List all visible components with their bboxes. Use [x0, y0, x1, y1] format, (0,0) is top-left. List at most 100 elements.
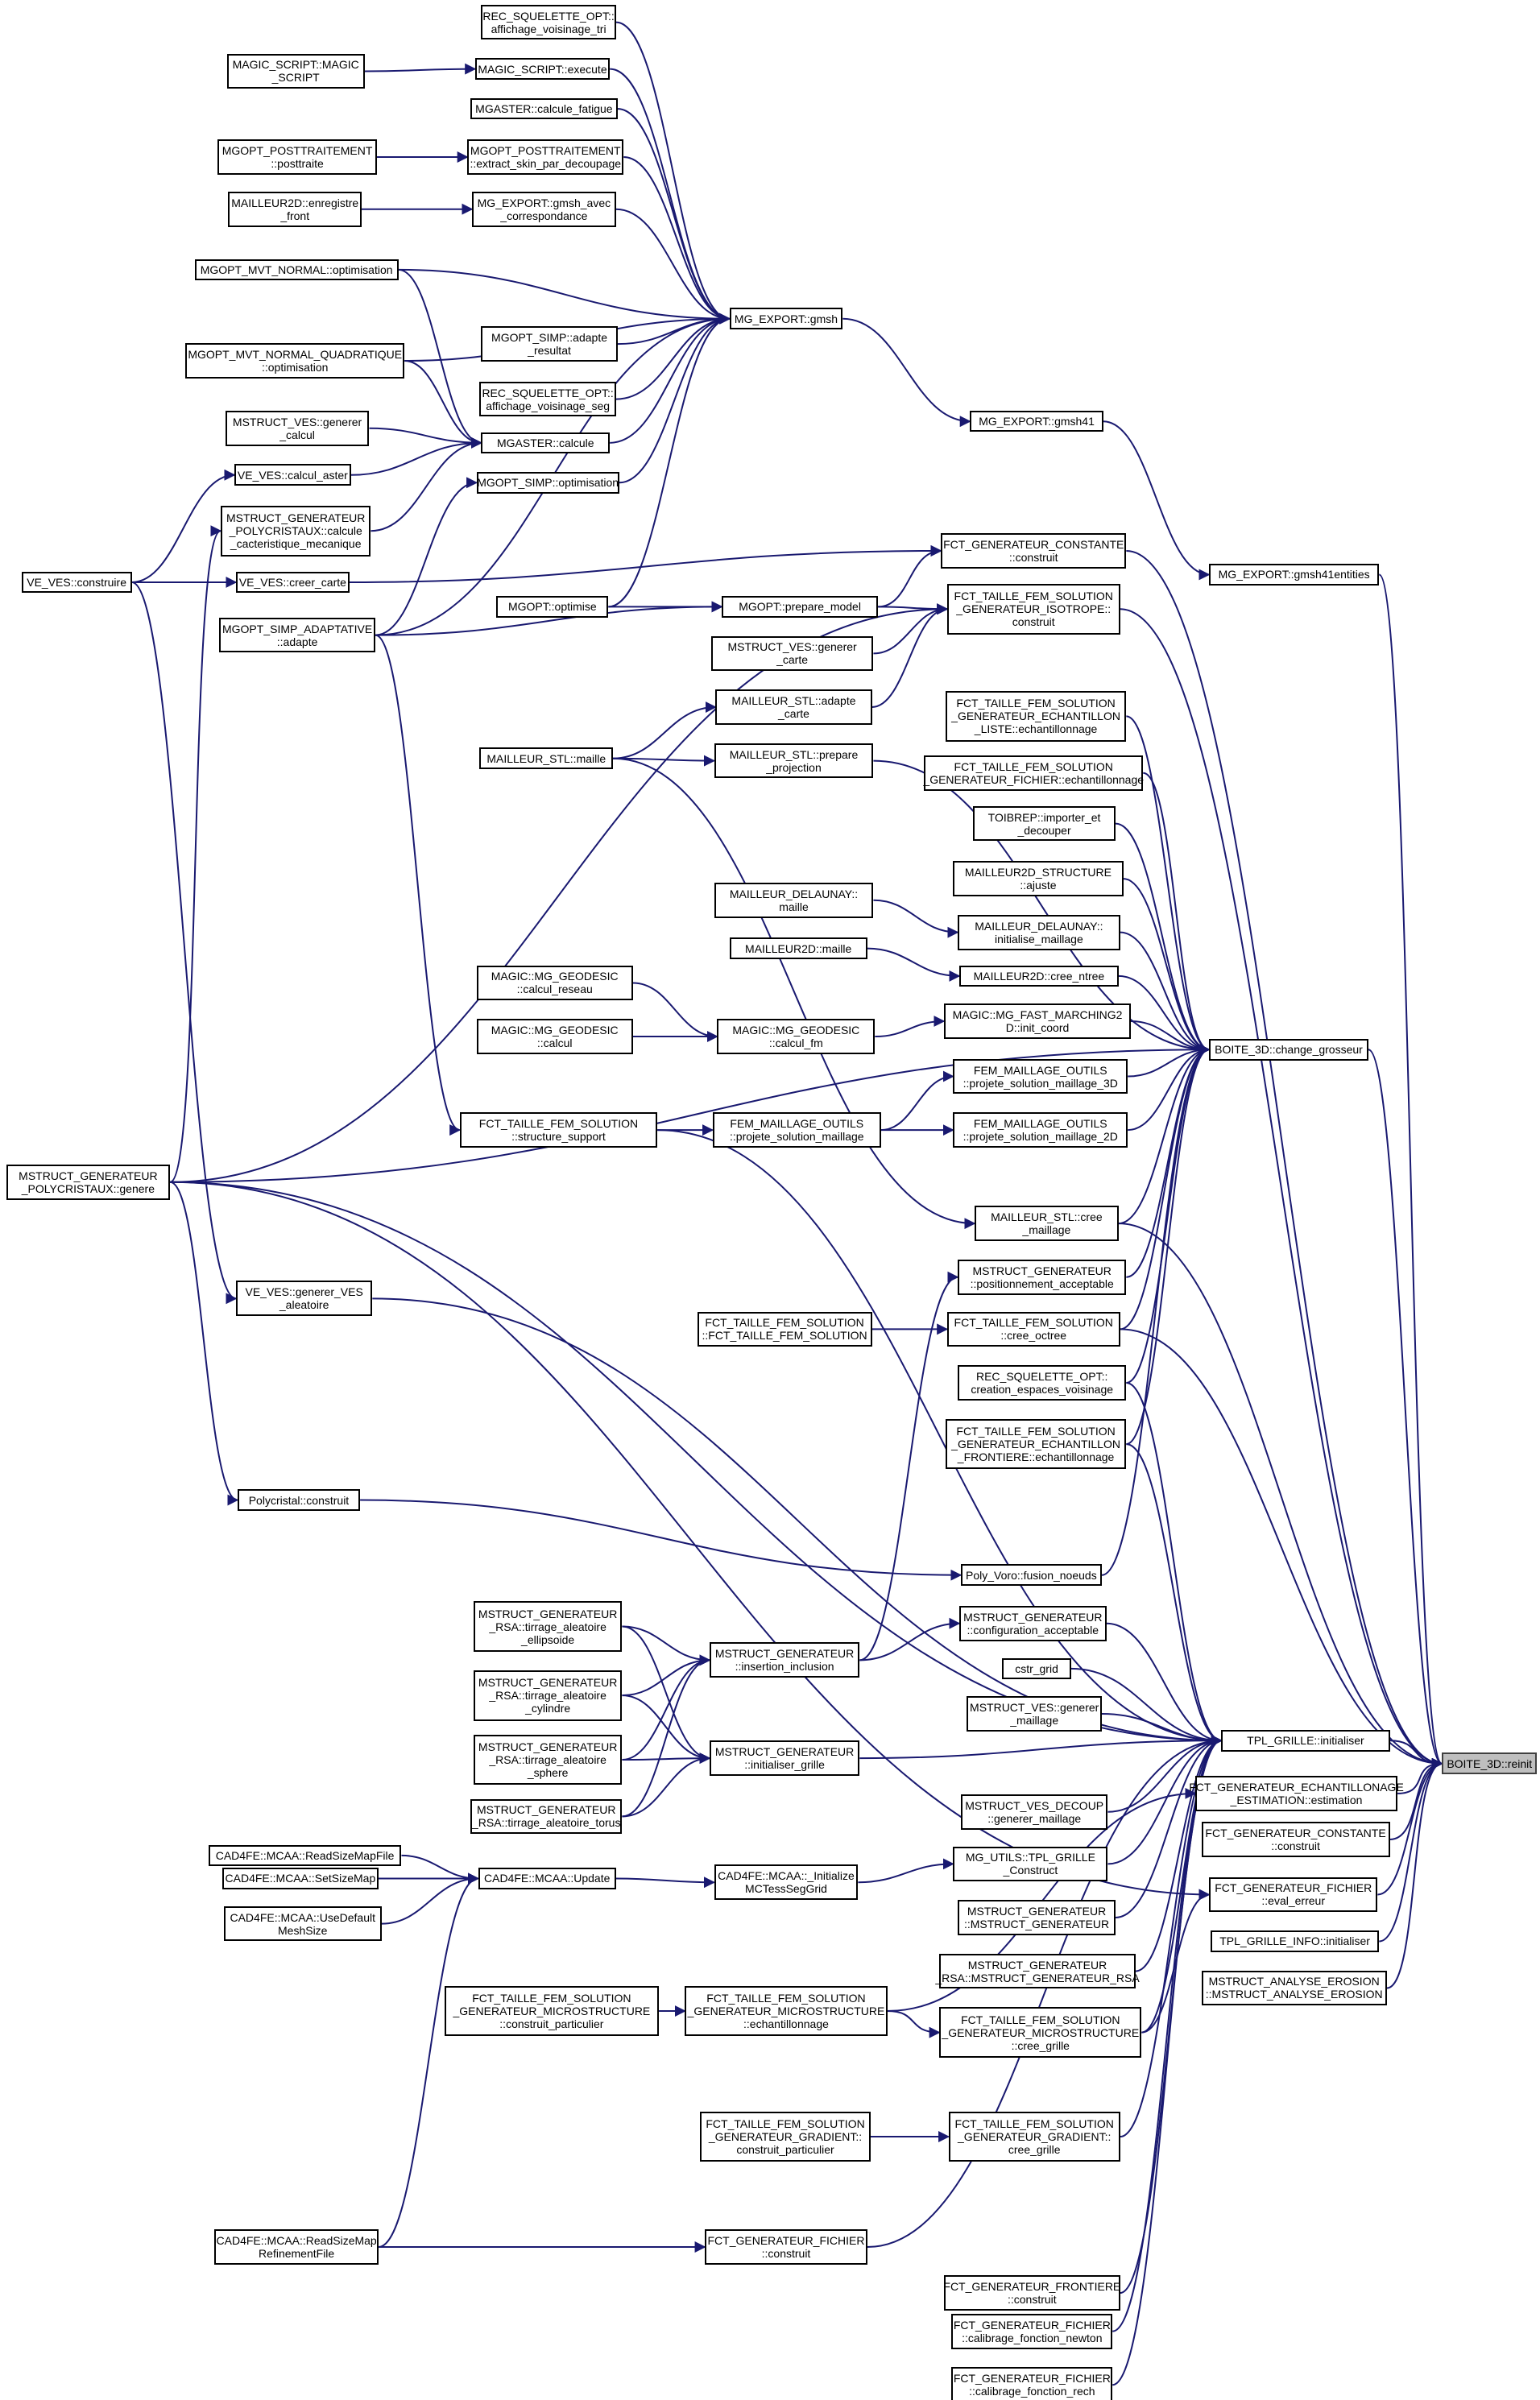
graph-node[interactable]: CAD4FE::MCAA::Update — [478, 1868, 616, 1889]
graph-node[interactable]: MSTRUCT_GENERATEUR _RSA::tirrage_aleatoi… — [473, 1670, 623, 1721]
graph-node[interactable]: FCT_GENERATEUR_FRONTIERE ::construit — [943, 2275, 1120, 2311]
graph-node[interactable]: MAILLEUR2D::maille — [729, 937, 867, 959]
graph-node[interactable]: MGOPT_POSTTRAITEMENT ::posttraite — [217, 139, 377, 175]
graph-node[interactable]: MAGIC::MG_GEODESIC ::calcul_fm — [717, 1019, 876, 1054]
graph-node[interactable]: TPL_GRILLE::initialiser — [1221, 1729, 1390, 1752]
graph-node[interactable]: FCT_GENERATEUR_FICHIER ::calibrage_fonct… — [951, 2313, 1113, 2349]
graph-node[interactable]: MSTRUCT_VES_DECOUP ::generer_maillage — [960, 1794, 1108, 1830]
graph-node[interactable]: MGASTER::calcule — [481, 432, 611, 454]
graph-node[interactable]: FCT_TAILLE_FEM_SOLUTION ::FCT_TAILLE_FEM… — [697, 1311, 872, 1347]
graph-node[interactable]: MG_EXPORT::gmsh41 — [970, 410, 1103, 432]
graph-node[interactable]: FCT_TAILLE_FEM_SOLUTION _GENERATEUR_FICH… — [923, 755, 1144, 791]
graph-node[interactable]: MAGIC::MG_GEODESIC ::calcul_reseau — [476, 965, 633, 1001]
graph-node[interactable]: MAILLEUR_STL::cree _maillage — [974, 1206, 1119, 1242]
graph-node[interactable]: Polycristal::construit — [237, 1489, 361, 1511]
graph-node[interactable]: FEM_MAILLAGE_OUTILS ::projete_solution_m… — [953, 1058, 1128, 1094]
graph-node[interactable]: FCT_GENERATEUR_CONSTANTE ::construit — [1201, 1822, 1390, 1857]
graph-node[interactable]: MGOPT::optimise — [496, 596, 609, 618]
graph-node[interactable]: MAILLEUR2D::cree_ntree — [958, 965, 1119, 987]
graph-node[interactable]: VE_VES::construire — [21, 571, 132, 594]
graph-node[interactable]: VE_VES::creer_carte — [235, 571, 350, 594]
graph-node[interactable]: MSTRUCT_GENERATEUR ::positionnement_acce… — [958, 1259, 1127, 1295]
graph-node[interactable]: MSTRUCT_VES::generer _maillage — [967, 1696, 1102, 1732]
graph-node[interactable]: CAD4FE::MCAA::UseDefault MeshSize — [223, 1906, 382, 1942]
graph-node[interactable]: TOIBREP::importer_et _decouper — [973, 805, 1116, 842]
graph-node[interactable]: MSTRUCT_VES::generer _carte — [710, 635, 874, 672]
graph-node[interactable]: FCT_TAILLE_FEM_SOLUTION _GENERATEUR_GRAD… — [700, 2111, 871, 2162]
graph-node[interactable]: MGOPT_SIMP::optimisation — [476, 471, 619, 494]
graph-node[interactable]: MGOPT_POSTTRAITEMENT ::extract_skin_par_… — [467, 139, 624, 175]
graph-node[interactable]: MGOPT::prepare_model — [722, 596, 879, 618]
graph-node[interactable]: MAGIC::MG_GEODESIC ::calcul — [476, 1019, 633, 1054]
call-edge — [1070, 1667, 1223, 1747]
graph-node[interactable]: REC_SQUELETTE_OPT:: affichage_voisinage_… — [479, 381, 616, 417]
graph-node[interactable]: MG_EXPORT::gmsh_avec _correspondance — [471, 191, 616, 227]
graph-node[interactable]: FCT_TAILLE_FEM_SOLUTION _GENERATEUR_MICR… — [444, 1985, 660, 2037]
graph-node[interactable]: MSTRUCT_VES::generer _calcul — [225, 410, 370, 446]
graph-node[interactable]: FCT_TAILLE_FEM_SOLUTION _GENERATEUR_ECHA… — [945, 691, 1127, 742]
graph-node[interactable]: REC_SQUELETTE_OPT:: affichage_voisinage_… — [481, 4, 616, 40]
graph-node[interactable]: FEM_MAILLAGE_OUTILS ::projete_solution_m… — [953, 1112, 1128, 1148]
graph-node[interactable]: FCT_GENERATEUR_FICHIER ::construit — [705, 2229, 867, 2265]
graph-node[interactable]: MGOPT_MVT_NORMAL_QUADRATIQUE ::optimisat… — [185, 343, 405, 379]
graph-node[interactable]: MAGIC_SCRIPT::execute — [474, 58, 611, 80]
graph-node[interactable]: MSTRUCT_GENERATEUR _RSA::tirrage_aleatoi… — [473, 1601, 623, 1652]
graph-node[interactable]: VE_VES::generer_VES _aleatoire — [235, 1281, 373, 1317]
graph-node[interactable]: FEM_MAILLAGE_OUTILS ::projete_solution_m… — [712, 1112, 881, 1148]
graph-node[interactable]: MSTRUCT_GENERATEUR ::initialiser_grille — [709, 1740, 860, 1776]
graph-node[interactable]: Poly_Voro::fusion_noeuds — [960, 1564, 1102, 1587]
graph-node[interactable]: MAILLEUR_STL::prepare _projection — [714, 743, 874, 779]
graph-node[interactable]: FCT_TAILLE_FEM_SOLUTION _GENERATEUR_ECHA… — [945, 1418, 1127, 1470]
graph-node[interactable]: MAILLEUR_DELAUNAY:: maille — [714, 882, 874, 918]
graph-node[interactable]: MGOPT_MVT_NORMAL::optimisation — [194, 259, 399, 281]
graph-node[interactable]: FCT_GENERATEUR_FICHIER ::calibrage_fonct… — [951, 2367, 1113, 2400]
call-edge — [880, 1070, 954, 1132]
graph-node[interactable]: BOITE_3D::change_grosseur — [1209, 1038, 1368, 1061]
root-node[interactable]: BOITE_3D::reinit — [1442, 1752, 1538, 1775]
graph-node[interactable]: CAD4FE::MCAA::ReadSizeMap RefinementFile — [214, 2229, 379, 2265]
graph-node[interactable]: MSTRUCT_GENERATEUR ::configuration_accep… — [958, 1605, 1107, 1641]
graph-node[interactable]: CAD4FE::MCAA::SetSizeMap — [221, 1868, 379, 1889]
graph-node[interactable]: MAGIC::MG_FAST_MARCHING2 D::init_coord — [943, 1003, 1132, 1039]
call-edge — [369, 427, 482, 449]
graph-node[interactable]: FCT_TAILLE_FEM_SOLUTION _GENERATEUR_MICR… — [685, 1985, 888, 2037]
graph-node[interactable]: MSTRUCT_GENERATEUR ::insertion_inclusion — [709, 1642, 860, 1678]
graph-node[interactable]: VE_VES::calcul_aster — [234, 464, 351, 486]
graph-node[interactable]: MSTRUCT_GENERATEUR _POLYCRISTAUX::calcul… — [220, 505, 371, 557]
graph-node[interactable]: MAILLEUR2D::enregistre _front — [228, 191, 362, 227]
graph-node[interactable]: FCT_GENERATEUR_ECHANTILLONAGE _ESTIMATIO… — [1189, 1775, 1404, 1811]
call-edge — [1378, 573, 1443, 1769]
graph-node[interactable]: MSTRUCT_GENERATEUR ::MSTRUCT_GENERATEUR — [958, 1900, 1116, 1935]
call-edge — [170, 1044, 1211, 1183]
graph-node[interactable]: MSTRUCT_GENERATEUR _RSA::tirrage_aleatoi… — [473, 1734, 623, 1786]
graph-node[interactable]: MAILLEUR_STL::adapte _carte — [715, 689, 872, 725]
graph-node[interactable]: FCT_TAILLE_FEM_SOLUTION _GENERATEUR_GRAD… — [948, 2111, 1120, 2162]
graph-node[interactable]: MG_UTILS::TPL_GRILLE _Construct — [953, 1846, 1108, 1882]
graph-node[interactable]: REC_SQUELETTE_OPT:: creation_espaces_voi… — [958, 1365, 1127, 1401]
graph-node[interactable]: MG_EXPORT::gmsh — [729, 308, 843, 330]
graph-node[interactable]: MGOPT_SIMP::adapte _resultat — [481, 326, 618, 362]
graph-node[interactable]: MAGIC_SCRIPT::MAGIC _SCRIPT — [226, 53, 365, 89]
graph-node[interactable]: FCT_GENERATEUR_CONSTANTE ::construit — [941, 533, 1127, 569]
graph-node[interactable]: MG_EXPORT::gmsh41entities — [1209, 564, 1380, 586]
graph-node[interactable]: FCT_TAILLE_FEM_SOLUTION ::structure_supp… — [459, 1112, 658, 1148]
graph-node[interactable]: MGASTER::calcule_fatigue — [470, 97, 618, 120]
graph-node[interactable]: FCT_TAILLE_FEM_SOLUTION _GENERATEUR_ISOT… — [946, 583, 1120, 635]
graph-node[interactable]: CAD4FE::MCAA::_Initialize MCTessSegGrid — [714, 1864, 859, 1901]
graph-node[interactable]: FCT_TAILLE_FEM_SOLUTION _GENERATEUR_MICR… — [939, 2007, 1142, 2059]
graph-node[interactable]: MGOPT_SIMP_ADAPTATIVE ::adapte — [219, 617, 376, 653]
call-edge — [375, 601, 723, 636]
graph-node[interactable]: MSTRUCT_ANALYSE_EROSION ::MSTRUCT_ANALYS… — [1201, 1970, 1387, 2006]
graph-node[interactable]: FCT_TAILLE_FEM_SOLUTION ::cree_octree — [946, 1311, 1120, 1347]
graph-node[interactable]: MAILLEUR2D_STRUCTURE ::ajuste — [953, 861, 1124, 896]
graph-node[interactable]: MAILLEUR_STL::maille — [479, 747, 613, 770]
graph-node[interactable]: MSTRUCT_GENERATEUR _POLYCRISTAUX::genere — [6, 1164, 171, 1200]
graph-node[interactable]: CAD4FE::MCAA::ReadSizeMapFile — [208, 1844, 402, 1867]
graph-node[interactable]: TPL_GRILLE_INFO::initialiser — [1210, 1930, 1380, 1952]
graph-node[interactable]: MSTRUCT_GENERATEUR _RSA::tirrage_aleatoi… — [470, 1798, 623, 1835]
graph-node[interactable]: MSTRUCT_GENERATEUR _RSA::MSTRUCT_GENERAT… — [935, 1953, 1140, 1989]
graph-node[interactable]: MAILLEUR_DELAUNAY:: initialise_maillage — [958, 914, 1120, 950]
graph-node[interactable]: FCT_GENERATEUR_FICHIER ::eval_erreur — [1209, 1877, 1378, 1913]
graph-node[interactable]: cstr_grid — [1002, 1657, 1071, 1680]
